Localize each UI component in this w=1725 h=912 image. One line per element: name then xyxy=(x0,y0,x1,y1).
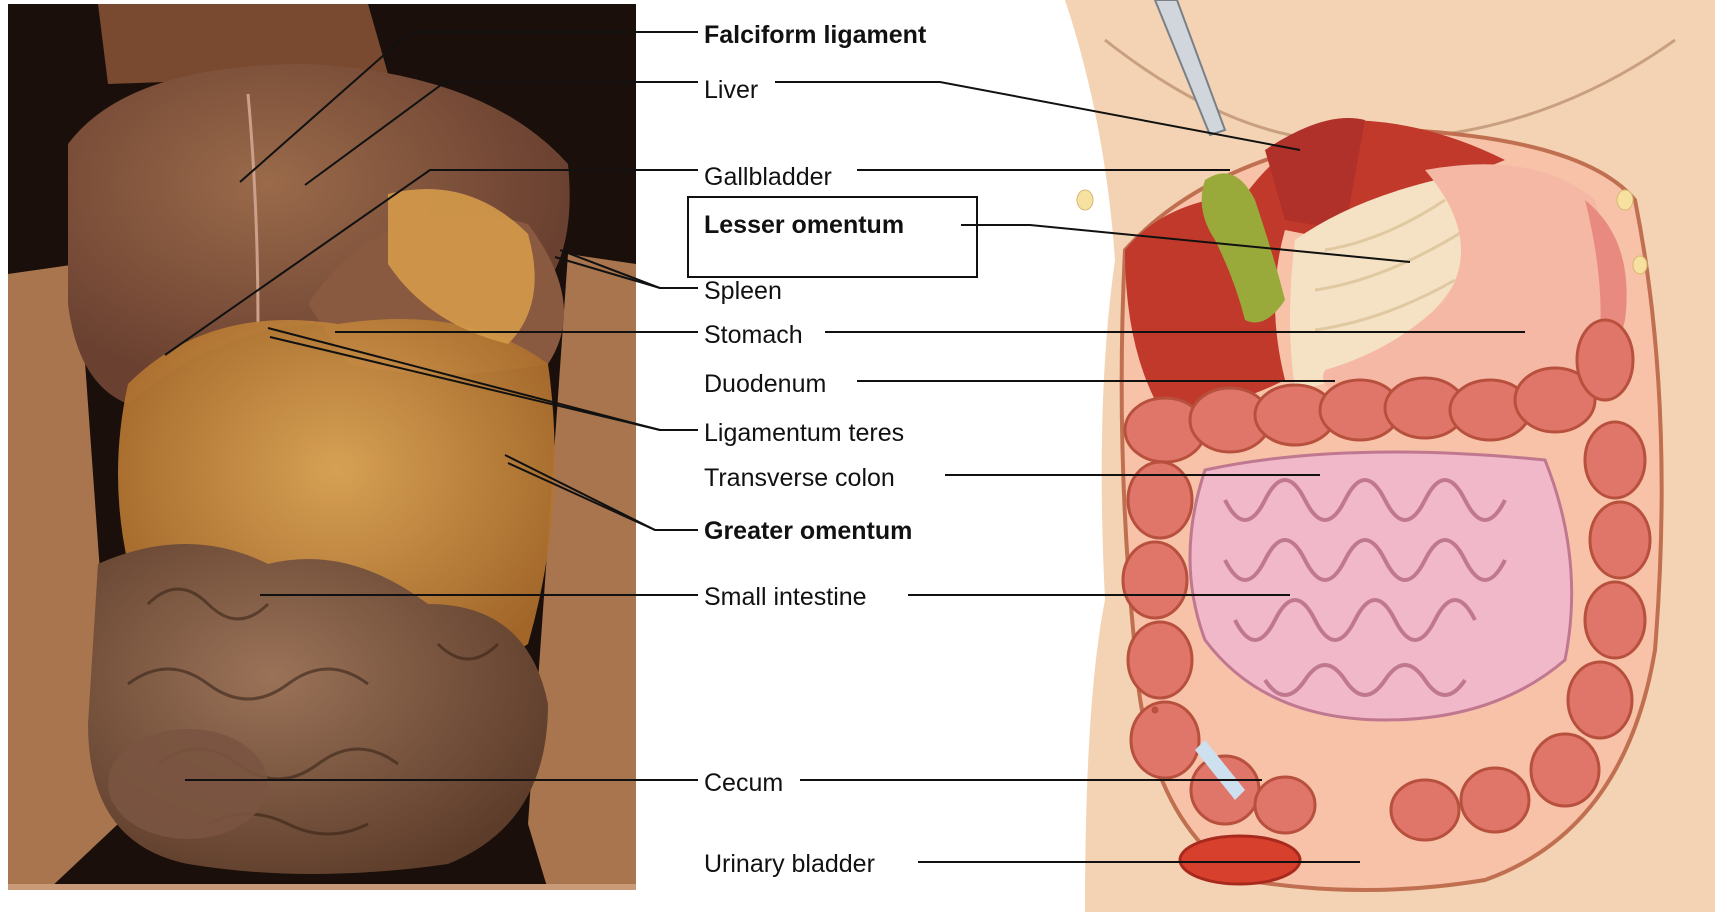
leader-greater-omentum xyxy=(505,455,698,530)
label-greater-omentum: Greater omentum xyxy=(704,516,912,546)
label-gallbladder: Gallbladder xyxy=(704,162,832,192)
leader-teres-2 xyxy=(270,337,660,430)
leader-gallbladder-left xyxy=(165,170,698,355)
leader-greater-omentum-2 xyxy=(508,463,655,530)
label-duodenum: Duodenum xyxy=(704,369,826,399)
label-liver: Liver xyxy=(704,75,758,105)
leader-lesser-omentum xyxy=(961,225,1410,262)
label-cecum: Cecum xyxy=(704,768,783,798)
label-falciform-ligament: Falciform ligament xyxy=(704,20,926,50)
label-urinary-bladder: Urinary bladder xyxy=(704,849,875,879)
leader-falciform xyxy=(240,32,698,182)
label-stomach: Stomach xyxy=(704,320,803,350)
label-ligamentum-teres: Ligamentum teres xyxy=(704,418,904,448)
leader-liver-right xyxy=(775,82,1300,150)
label-small-intestine: Small intestine xyxy=(704,582,867,612)
label-spleen: Spleen xyxy=(704,276,782,306)
leader-teres xyxy=(268,328,698,430)
label-transverse-colon: Transverse colon xyxy=(704,463,895,493)
leader-spleen-2 xyxy=(555,257,660,288)
leader-spleen xyxy=(560,250,698,288)
label-lesser-omentum: Lesser omentum xyxy=(704,210,904,240)
